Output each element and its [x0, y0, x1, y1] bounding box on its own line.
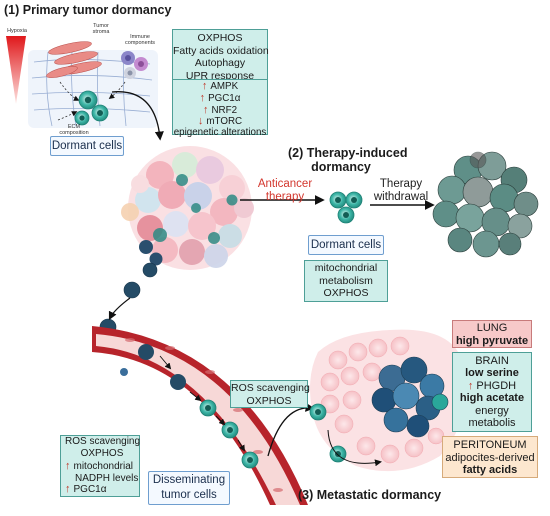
up-arrow-icon: ↑: [202, 103, 209, 116]
therapy-dormancy-title: (2) Therapy-induced dormancy: [288, 146, 408, 174]
ros-scavenging-box-left: ROS scavenging OXPHOS ↑mitochondrial NAD…: [60, 435, 140, 497]
up-arrow-icon: ↑: [65, 483, 71, 495]
stroma-cell-icon: [46, 41, 102, 78]
therapy-withdrawal-label: Therapy withdrawal: [373, 178, 429, 203]
up-arrow-icon: ↑: [199, 91, 206, 104]
up-arrow-icon: ↑: [65, 460, 71, 472]
dormant-cells-label-primary: Dormant cells: [50, 136, 124, 156]
ros-scavenging-box-mid: ROS scavenging OXPHOS: [230, 380, 310, 408]
down-arrow-icon: ↓: [197, 115, 204, 128]
metabolism-item: OXPHOS: [197, 32, 243, 44]
immune-cell-icon: [121, 51, 148, 79]
dormant-cells-label-therapy: Dormant cells: [308, 235, 384, 255]
dormant-cell-icon: [74, 90, 109, 126]
signal-item-mtorc: ↓mTORC: [197, 115, 243, 128]
ecm-composition-label: ECM composition: [59, 124, 89, 136]
lung-box: LUNG high pyruvate: [452, 320, 532, 348]
brain-box: BRAIN low serine ↑PHGDH high acetate ene…: [452, 352, 532, 432]
signal-item-epigenetic: epigenetic alterations: [173, 127, 267, 139]
circulating-cell-icon: [120, 344, 259, 469]
metabolism-item: Fatty acids oxidation: [173, 44, 269, 57]
tumor-mass-icon: [121, 146, 254, 270]
metabolism-item: UPR response: [185, 69, 255, 82]
tumor-stroma-label: Tumor stroma: [92, 23, 110, 35]
dormant-cell-icon: [329, 191, 363, 224]
hypoxia-gradient-icon: [6, 36, 26, 104]
metabolism-item: Autophagy: [194, 57, 246, 69]
up-arrow-icon: ↑: [467, 379, 474, 392]
primary-dormancy-title: (1) Primary tumor dormancy: [4, 3, 172, 17]
metastatic-dormancy-title: (3) Metastatic dormancy: [298, 488, 442, 502]
disseminating-cells-label: Disseminating tumor cells: [148, 471, 230, 505]
signal-item-nrf2: ↑NRF2: [202, 103, 238, 116]
signaling-box: ↑AMPK ↑PGC1α ↑NRF2 ↓mTORC epigenetic alt…: [172, 79, 268, 138]
peritoneum-box: PERITONEUM adipocites-derived fatty acid…: [442, 436, 538, 478]
recurrent-tumor-icon: [432, 151, 539, 258]
signal-item-pgc1a: ↑PGC1α: [199, 91, 241, 104]
metabolism-box: OXPHOS Fatty acids oxidation Autophagy U…: [172, 29, 269, 85]
anticancer-therapy-label: Anticancer therapy: [257, 178, 313, 203]
therapy-metabolism-box: mitochondrial metabolism OXPHOS: [304, 260, 388, 302]
hypoxia-label: Hypoxia: [7, 28, 27, 34]
immune-components-label: Immune components: [125, 34, 155, 46]
up-arrow-icon: ↑: [201, 80, 208, 92]
signal-item-ampk: ↑AMPK: [201, 80, 239, 92]
metastatic-niche-icon: [309, 329, 466, 472]
